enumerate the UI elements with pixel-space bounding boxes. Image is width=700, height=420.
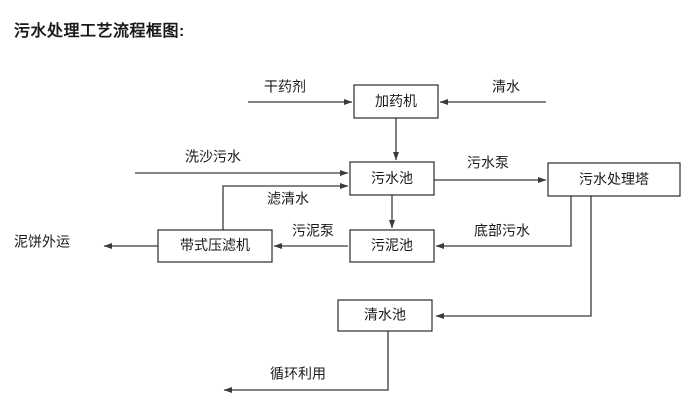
node-label-clear-water-pool: 清水池 [364,307,406,323]
edge-label-clean-water: 清水 [492,79,520,95]
edge-bottom-sewage: 底部污水 [435,196,572,250]
edge-label-sewage-pump: 污水泵 [467,155,509,171]
node-label-treatment-tower: 污水处理塔 [579,171,649,187]
edge-sludge-pump: 污泥泵 [273,223,348,250]
edge-label-bottom-sewage: 底部污水 [474,223,530,239]
edge-label-dry-agent: 干药剂 [264,79,306,95]
edge-label-recycle: 循环利用 [270,366,326,382]
node-treatment-tower[interactable]: 污水处理塔 [547,162,681,197]
edge-sewage-pump: 污水泵 [434,155,547,183]
edge-label-filtrate: 滤清水 [267,191,309,207]
node-label-dosing-machine: 加药机 [375,93,417,109]
edge-clean-water-in: 清水 [439,79,546,106]
edge-label-sand-wash: 洗沙污水 [185,149,241,165]
node-label-belt-filter-press: 带式压滤机 [180,237,250,253]
edge-dry-agent-in: 干药剂 [248,79,353,105]
edge-filtrate-return: 滤清水 [222,182,349,230]
terminal-label-mud-cake: 泥饼外运 [14,234,70,250]
node-label-sludge-pool: 污泥池 [371,237,413,253]
node-sludge-pool[interactable]: 污泥池 [349,229,435,263]
edge-recycle-use: 循环利用 [223,331,389,394]
node-sewage-pool[interactable]: 污水池 [349,161,435,196]
edge-mud-cake-out: 泥饼外运 [14,234,158,250]
node-dosing-machine[interactable]: 加药机 [353,84,439,119]
page-title: 污水处理工艺流程框图: [14,23,185,40]
node-clear-water-pool[interactable]: 清水池 [337,299,433,332]
node-label-sewage-pool: 污水池 [371,170,413,186]
node-belt-filter-press[interactable]: 带式压滤机 [157,229,273,263]
edge-tower-to-clear-water [435,196,592,320]
edge-sand-wash-in: 洗沙污水 [135,149,349,176]
edge-label-sludge-pump: 污泥泵 [292,223,334,239]
